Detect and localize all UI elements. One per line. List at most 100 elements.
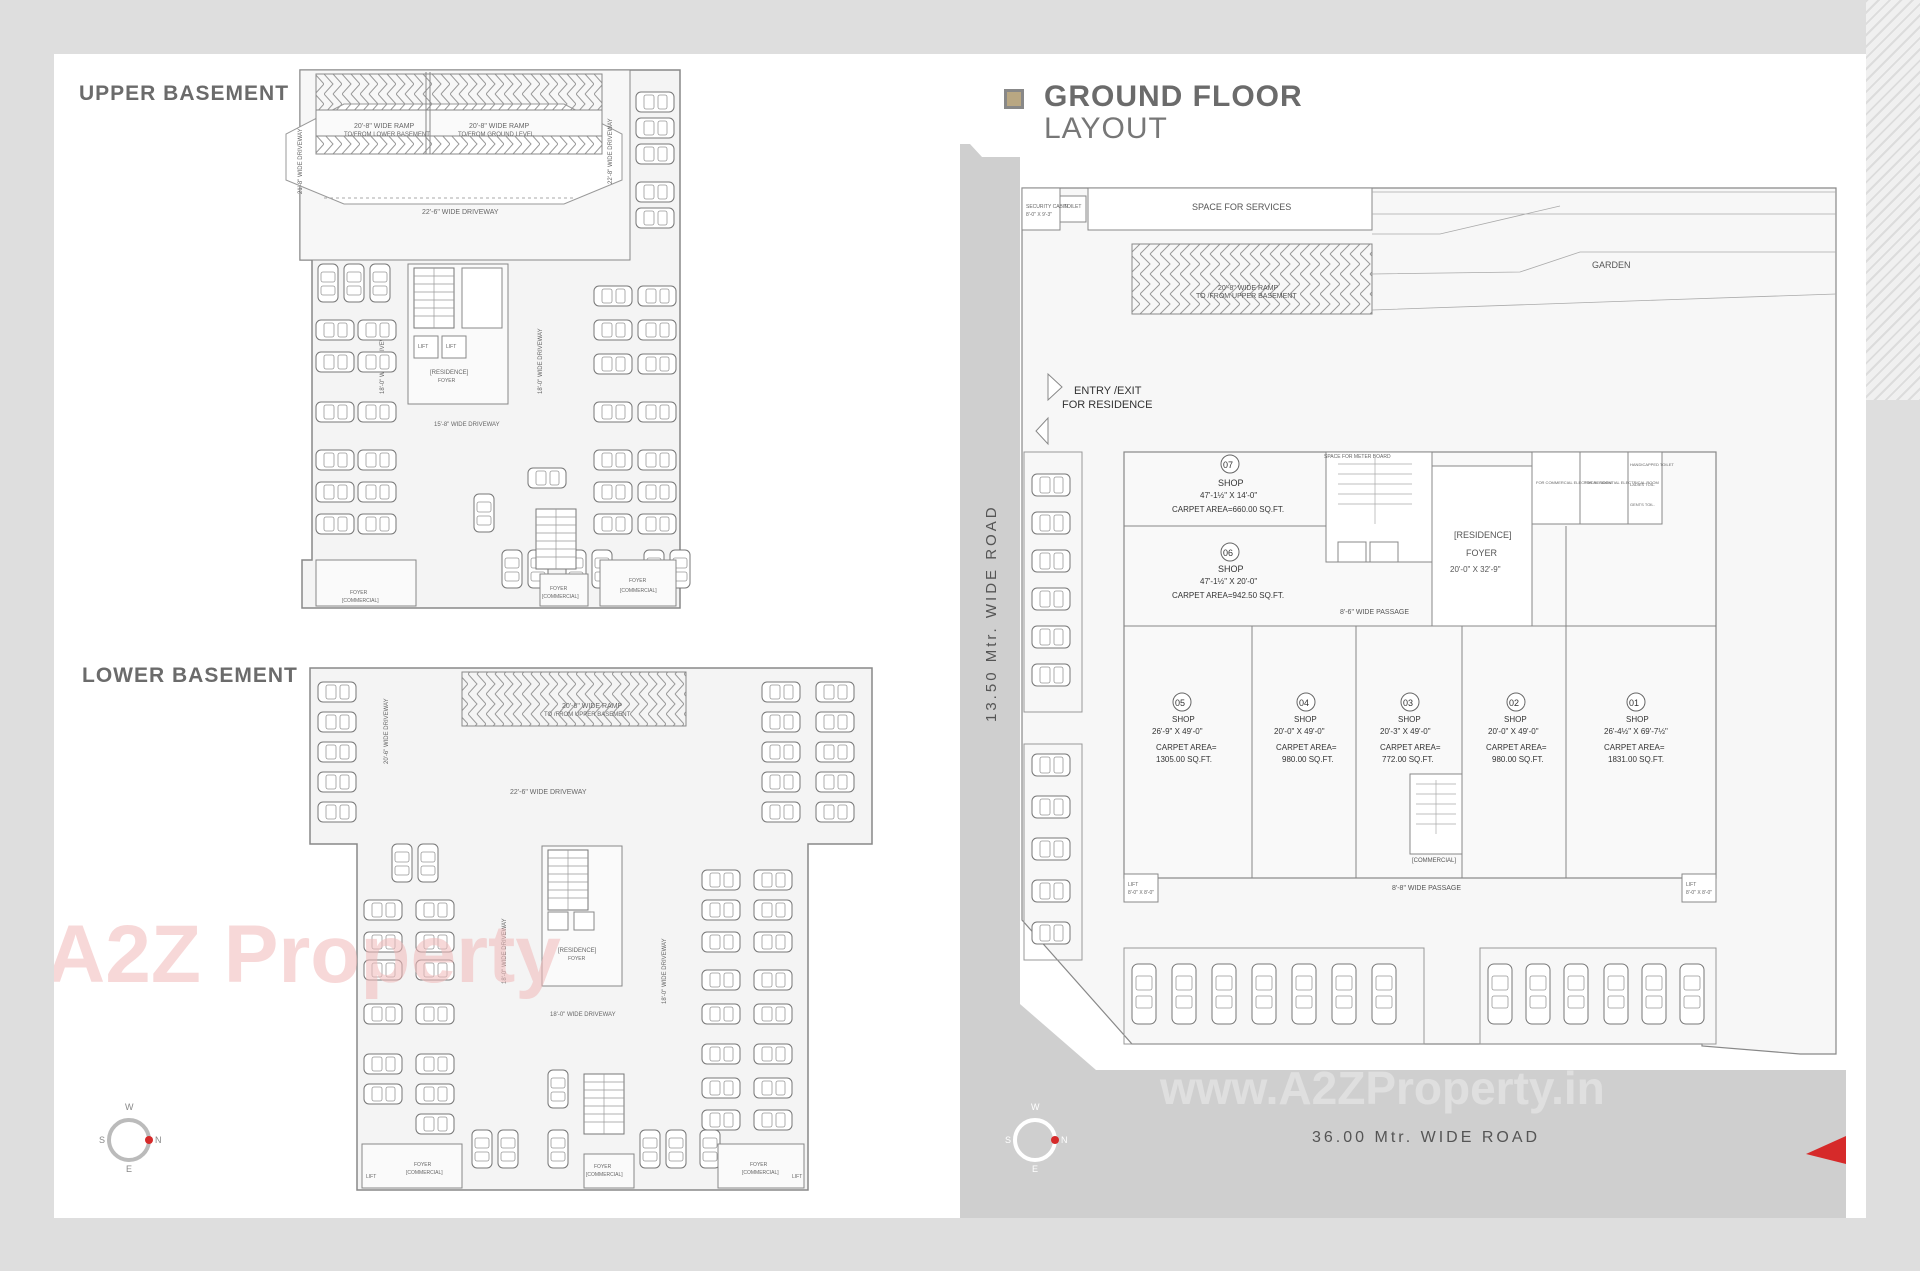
ground-floor-title: GROUND FLOOR <box>1044 80 1303 113</box>
shop-06-size: 47'-1½" X 20'-0" <box>1200 577 1257 586</box>
corner-hatch <box>1866 0 1920 400</box>
shop-05-no: 05 <box>1175 698 1185 708</box>
road-marker <box>1806 1136 1846 1164</box>
lower-lift-right: LIFT <box>792 1174 802 1180</box>
lift-left: LIFT <box>1128 882 1138 888</box>
basement-sheet: UPPER BASEMENT LOWER BASEMENT <box>54 54 960 1218</box>
lower-foyer-center-commercial: [COMMERCIAL] <box>586 1172 623 1178</box>
ground-floor-plan: 13.50 Mtr. WIDE ROAD 36.00 Mtr. WIDE ROA… <box>960 144 1846 1218</box>
lift-right-size: 8'-0" X 8'-0" <box>1686 890 1712 896</box>
shop-04-area1: CARPET AREA= <box>1276 743 1337 752</box>
compass-left-n: N <box>155 1135 162 1145</box>
lower-ramp-label: 20'-8" WIDE RAMP <box>562 703 623 710</box>
garden-label: GARDEN <box>1592 260 1631 270</box>
shop-03-no: 03 <box>1403 698 1413 708</box>
shop-03-area1: CARPET AREA= <box>1380 743 1441 752</box>
lower-foyer-left: FOYER <box>414 1162 432 1168</box>
residence-foyer: [RESIDENCE] <box>1454 530 1512 540</box>
side-road-label: 13.50 Mtr. WIDE ROAD <box>983 504 1000 722</box>
shop-05-area1: CARPET AREA= <box>1156 743 1217 752</box>
shop-06-label: SHOP <box>1218 564 1244 574</box>
upper-residence-foyer-sub: FOYER <box>438 378 456 384</box>
lift-right: LIFT <box>1686 882 1696 888</box>
passage-top: 8'-6" WIDE PASSAGE <box>1340 609 1409 616</box>
upper-lift-2: LIFT <box>446 344 456 350</box>
shop-02: 02 SHOP 20'-0" X 49'-0" CARPET AREA= 980… <box>1486 692 1547 764</box>
compass-left: W S N E <box>99 1102 162 1174</box>
shop-05-area2: 1305.00 SQ.FT. <box>1156 755 1212 764</box>
lower-driveway-v-right: 18'-0" WIDE DRIVEWAY <box>662 938 668 1004</box>
space-for-services: SPACE FOR SERVICES <box>1192 202 1291 212</box>
handicapped-toilet: HANDICAPPED TOILET <box>1630 462 1674 467</box>
security-cabin: SECURITY CABIN <box>1026 204 1068 210</box>
upper-driveway-top: 22'-6" WIDE DRIVEWAY <box>422 209 499 216</box>
shop-06: 06 SHOP 47'-1½" X 20'-0" CARPET AREA=942… <box>1172 542 1284 600</box>
lift-left-size: 8'-0" X 8'-0" <box>1128 890 1154 896</box>
shop-01-size: 26'-4½" X 69'-7½" <box>1604 727 1668 736</box>
entry-line2: FOR RESIDENCE <box>1062 399 1152 411</box>
upper-lift-1: LIFT <box>418 344 428 350</box>
shop-06-area: CARPET AREA=942.50 SQ.FT. <box>1172 591 1284 600</box>
upper-foyer-right-commercial: [COMMERCIAL] <box>620 588 657 594</box>
lower-foyer-right: FOYER <box>750 1162 768 1168</box>
entry-line1: ENTRY /EXIT <box>1074 385 1142 397</box>
compass-right: W S N E <box>1005 1102 1068 1174</box>
shop-07-size: 47'-1½" X 14'-0" <box>1200 491 1257 500</box>
compass-right-w: W <box>1031 1102 1040 1112</box>
shop-05: 05 SHOP 26'-9" X 49'-0" CARPET AREA= 130… <box>1152 692 1217 764</box>
watermark-logo: A2Z Property <box>54 909 561 1000</box>
shop-01-no: 01 <box>1629 698 1639 708</box>
meter-board: SPACE FOR METER BOARD <box>1324 454 1391 460</box>
electrical-room-1: FOR COMMERCIAL ELECTRICAL ROOM <box>1536 480 1612 485</box>
shop-07-label: SHOP <box>1218 478 1244 488</box>
shop-05-label: SHOP <box>1172 715 1195 724</box>
shop-04-area2: 980.00 SQ.FT. <box>1282 755 1334 764</box>
lower-residence-foyer: [RESIDENCE] <box>558 948 597 954</box>
security-toilet: TOILET <box>1064 204 1081 210</box>
shop-01-area1: CARPET AREA= <box>1604 743 1665 752</box>
shop-03-area2: 772.00 SQ.FT. <box>1382 755 1434 764</box>
upper-basement-plan: 20'-8" WIDE RAMP TO/FROM LOWER BASEMENT … <box>285 69 691 609</box>
residence-foyer-size: 20'-0" X 32'-9" <box>1450 565 1501 574</box>
upper-driveway-right-side: 22'-8" WIDE DRIVEWAY <box>608 118 614 184</box>
gf-side-parking <box>1023 451 1083 961</box>
compass-right-n: N <box>1061 1135 1068 1145</box>
shop-02-size: 20'-0" X 49'-0" <box>1488 727 1539 736</box>
shop-07-no: 07 <box>1223 460 1233 470</box>
shop-02-area2: 980.00 SQ.FT. <box>1492 755 1544 764</box>
upper-ramp-right-label: 20'-8" WIDE RAMP <box>469 123 530 130</box>
upper-foyer-center-commercial: [COMMERCIAL] <box>542 594 579 600</box>
compass-right-e: E <box>1032 1164 1038 1174</box>
shop-05-size: 26'-9" X 49'-0" <box>1152 727 1203 736</box>
upper-basement-title: UPPER BASEMENT <box>79 82 290 105</box>
gf-ramp-sub: TO /FROM UPPER BASEMENT <box>1196 293 1297 300</box>
shop-06-no: 06 <box>1223 548 1233 558</box>
lower-foyer-center: FOYER <box>594 1164 612 1170</box>
upper-foyer-left-commercial: [COMMERCIAL] <box>342 598 379 604</box>
upper-cars-right-top <box>635 91 675 229</box>
watermark-url: www.A2ZProperty.in <box>1159 1062 1605 1114</box>
lower-driveway-v-left: 18'-0" WIDE DRIVEWAY <box>502 918 508 984</box>
upper-residence-foyer: [RESIDENCE] <box>430 370 469 376</box>
shop-07-area: CARPET AREA=660.00 SQ.FT. <box>1172 505 1284 514</box>
shop-02-no: 02 <box>1509 698 1519 708</box>
lower-basement-title: LOWER BASEMENT <box>82 664 298 687</box>
compass-left-w: W <box>125 1102 134 1112</box>
residence-foyer-line2: FOYER <box>1466 548 1498 558</box>
commercial-label: [COMMERCIAL] <box>1412 858 1456 864</box>
title-square-icon <box>1004 89 1024 109</box>
shop-04-no: 04 <box>1299 698 1309 708</box>
lower-driveway-center: 18'-0" WIDE DRIVEWAY <box>550 1012 616 1018</box>
road-surface <box>960 144 1846 1218</box>
shop-01-area2: 1831.00 SQ.FT. <box>1608 755 1664 764</box>
gf-front-parking <box>1123 947 1717 1045</box>
upper-foyer-center: FOYER <box>550 586 568 592</box>
lower-lift-left: LIFT <box>366 1174 376 1180</box>
shop-02-label: SHOP <box>1504 715 1527 724</box>
shop-02-area1: CARPET AREA= <box>1486 743 1547 752</box>
compass-left-e: E <box>126 1164 132 1174</box>
lower-foyer-left-commercial: [COMMERCIAL] <box>406 1170 443 1176</box>
shop-01-label: SHOP <box>1626 715 1649 724</box>
upper-ramp-left-sub: TO/FROM LOWER BASEMENT <box>344 132 430 138</box>
